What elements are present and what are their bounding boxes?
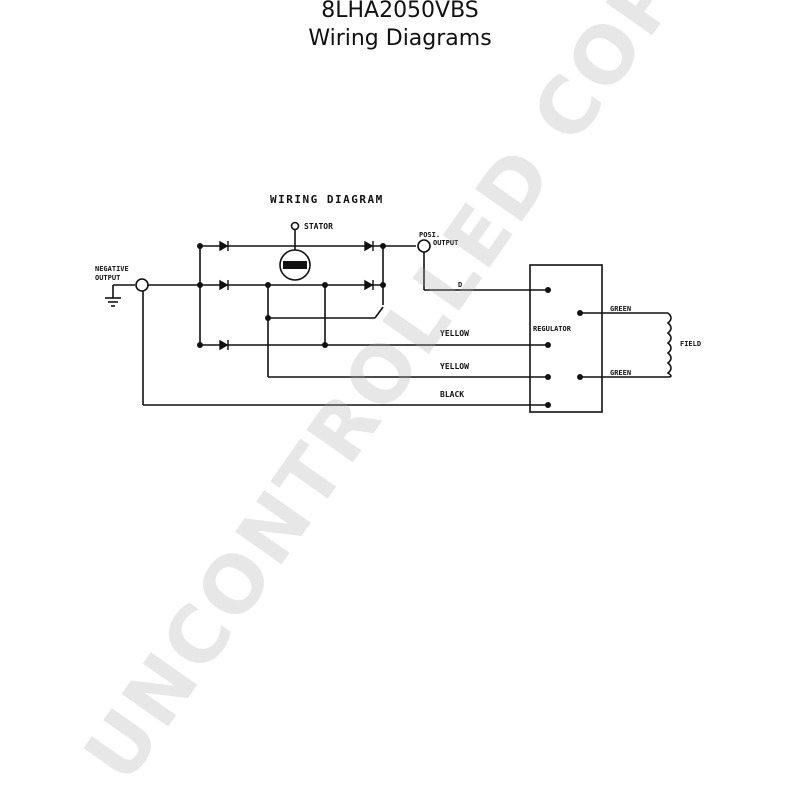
terminals — [135, 221, 431, 292]
green-top-label: GREEN — [610, 305, 631, 313]
diode-icon — [219, 240, 229, 252]
yellow-wire-2-label: YELLOW — [440, 362, 469, 371]
field-coil — [666, 312, 672, 378]
regulator-box — [529, 264, 603, 413]
field-label: FIELD — [680, 340, 701, 348]
stator-label: STATOR — [304, 222, 333, 231]
junctions — [197, 243, 583, 408]
negative-output-label: OUTPUT — [95, 274, 120, 282]
yellow-wire-1-label: YELLOW — [440, 329, 469, 338]
positive-label: POSI. — [419, 231, 440, 239]
positive-output-terminal — [417, 239, 431, 253]
wires — [112, 229, 672, 413]
red-wire-label: D — [458, 281, 462, 289]
diagram-title: WIRING DIAGRAM — [270, 193, 384, 206]
ground-symbol — [105, 297, 121, 307]
negative-label: NEGATIVE — [95, 265, 129, 273]
switch-contact — [374, 306, 384, 319]
stator-terminal — [290, 221, 300, 231]
regulator-label: REGULATOR — [533, 325, 572, 333]
negative-output-terminal — [135, 278, 149, 292]
output-label: OUTPUT — [433, 239, 458, 247]
diode-icon — [364, 240, 374, 252]
diode-icon — [219, 339, 229, 351]
diodes — [219, 240, 374, 351]
green-bottom-label: GREEN — [610, 369, 631, 377]
page-subtitle: Wiring Diagrams — [308, 26, 492, 51]
stator-symbol — [279, 249, 311, 281]
wiring-diagram: WIRING DIAGRAM STATOR POSI. OUTPUT NEGAT… — [95, 193, 701, 413]
black-wire-label: BLACK — [440, 390, 464, 399]
diode-icon — [219, 279, 229, 291]
diode-icon — [364, 279, 374, 291]
page-title: 8LHA2050VBS — [321, 0, 479, 23]
